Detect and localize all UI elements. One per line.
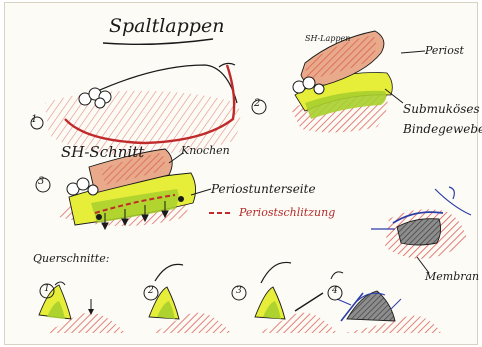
label-periost: Periost [425,45,464,56]
cross-section-1 [39,282,125,333]
label-sh-schnitt: SH-Schnitt [61,145,144,160]
cross-section-2 [144,264,231,333]
label-membran: Membran [425,271,479,282]
figure-membrane [371,187,471,273]
label-knochen: Knochen [181,145,230,156]
step-number-2: 2 [254,99,260,109]
step-number-1: 1 [31,115,37,125]
title: Spaltlappen [109,17,224,36]
drawing-sheet: Spaltlappen 1 2 3 SH-Lappen Periost Subm… [4,2,478,345]
figure-1-incision [31,63,240,155]
label-periostunterseite: Periostunterseite [211,183,316,195]
title-underline [103,39,213,44]
label-submukoeses: Submuköses [403,103,480,115]
figure-3-periost-slit [36,149,233,229]
section-number-3: 3 [236,287,242,296]
section-number-2: 2 [148,287,154,296]
section-number-1: 1 [44,285,50,294]
label-periostschlitzung: Periostschlitzung [239,207,335,218]
step-number-3: 3 [38,177,44,187]
sketch-drawing [5,3,479,346]
label-bindegewebe: Bindegewebe [403,123,482,135]
figure-2-split-flap [252,31,425,133]
cross-section-3 [232,262,337,333]
label-querschnitte: Querschnitte: [33,253,109,264]
section-number-4: 4 [332,287,338,296]
label-sh-lappen: SH-Lappen [305,35,350,43]
